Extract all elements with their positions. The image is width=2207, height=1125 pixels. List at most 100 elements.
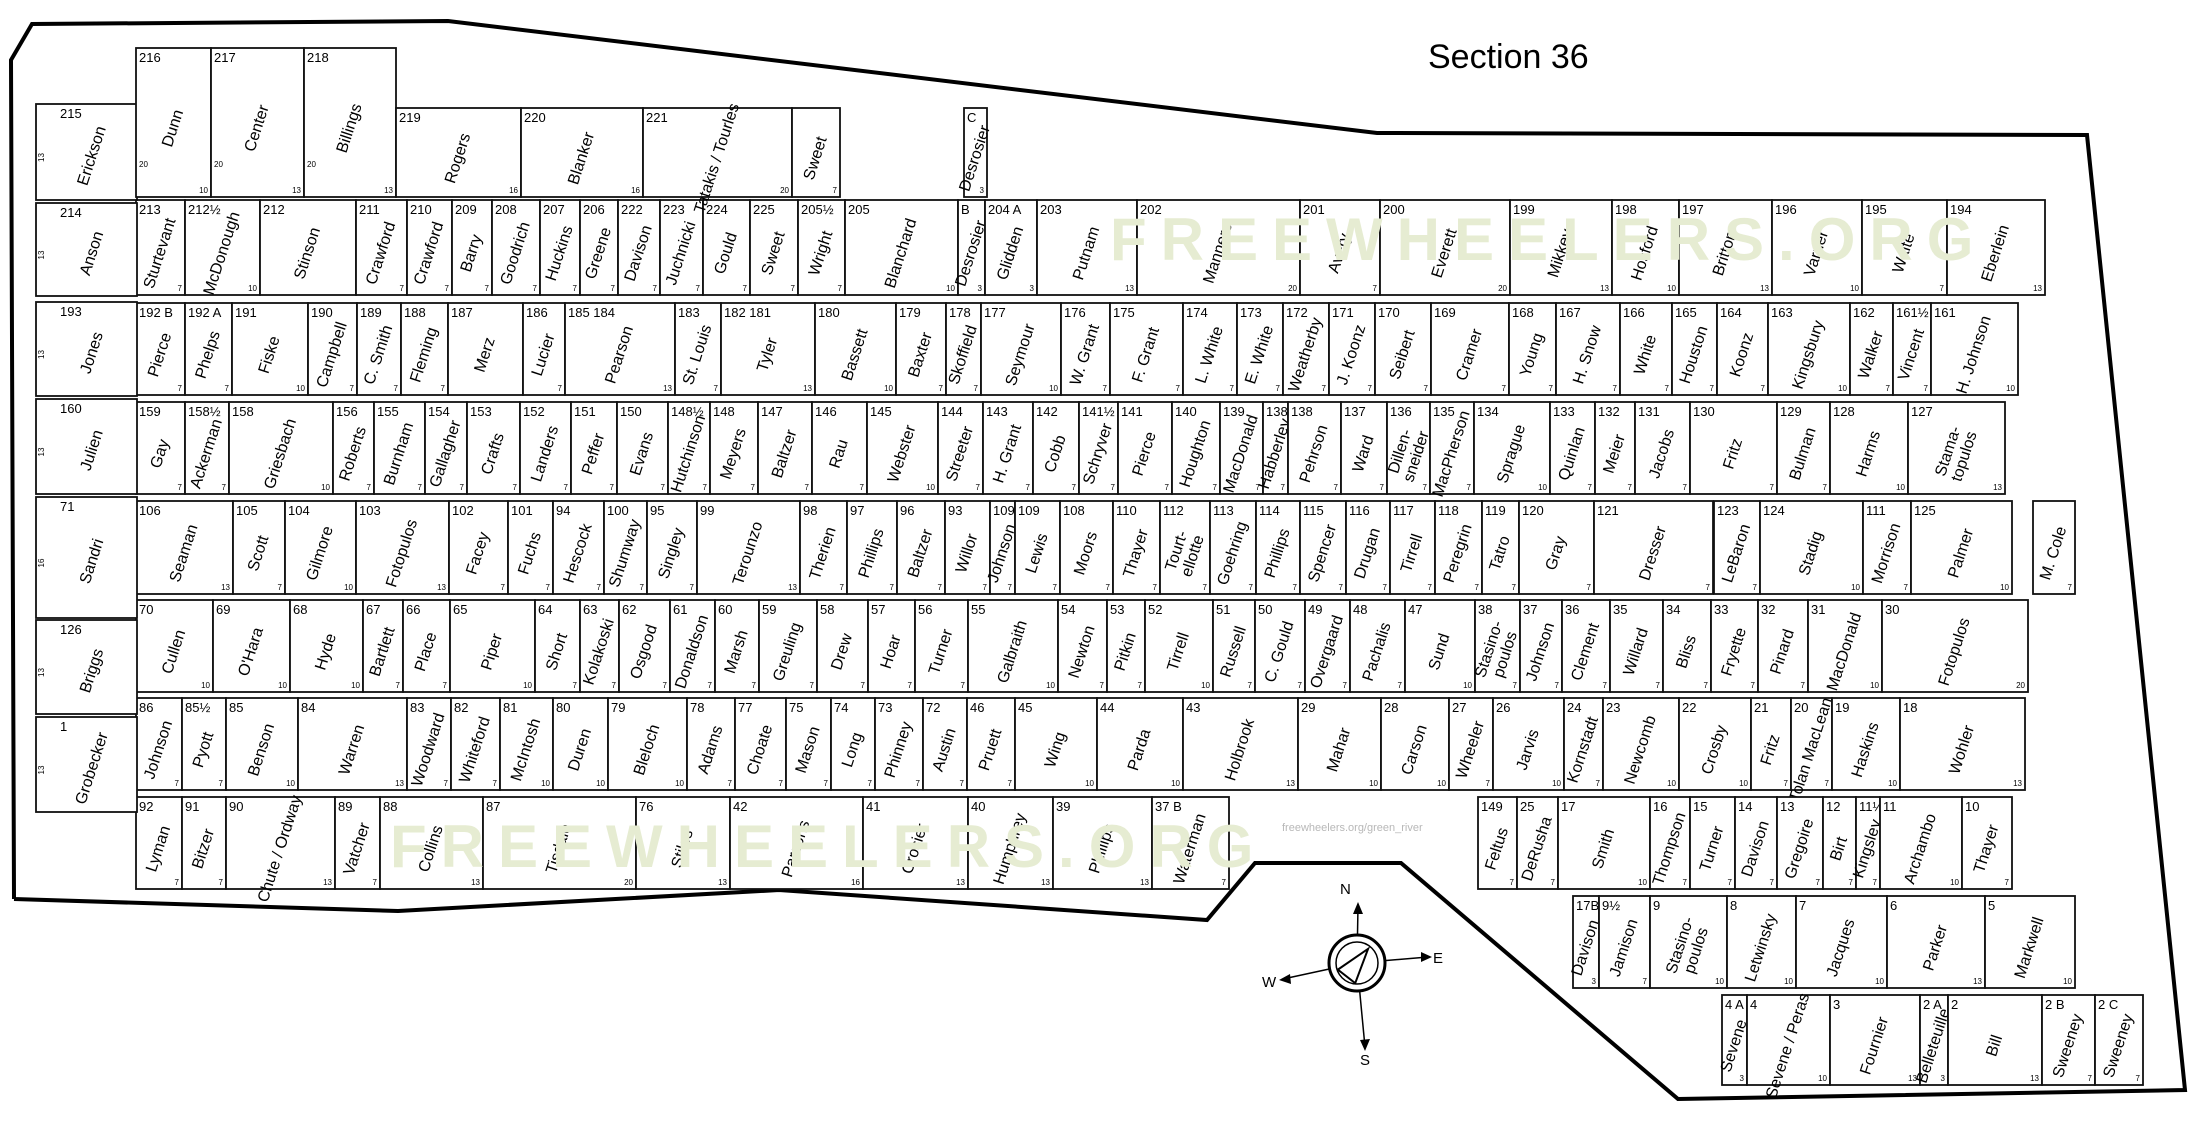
cemetery-lot[interactable]: 212Stinson: [259, 199, 357, 296]
cemetery-lot[interactable]: 216Dunn1020: [135, 47, 212, 198]
cemetery-lot[interactable]: 35Willard7: [1609, 599, 1664, 693]
cemetery-lot[interactable]: 45Wing10: [1014, 697, 1098, 791]
cemetery-lot[interactable]: 91Bitzer7: [181, 796, 227, 890]
cemetery-lot[interactable]: 2 CSweeney7: [2094, 994, 2144, 1086]
cemetery-lot[interactable]: 101Fuchs7: [507, 500, 554, 595]
cemetery-lot[interactable]: 20Tolan MacLean7: [1786, 696, 1836, 804]
cemetery-lot[interactable]: 220Blanker16: [520, 107, 644, 198]
cemetery-lot[interactable]: 17Smith10: [1557, 796, 1651, 890]
cemetery-lot[interactable]: 11Archambo10: [1879, 796, 1963, 890]
cemetery-lot[interactable]: 224Gould7: [702, 199, 751, 296]
cemetery-lot[interactable]: 50C. Gould7: [1254, 599, 1306, 693]
cemetery-lot[interactable]: 3Fournier13: [1829, 994, 1921, 1086]
cemetery-lot[interactable]: 148½Hutchinson7: [667, 401, 711, 495]
cemetery-lot[interactable]: 92Lyman7: [135, 796, 183, 890]
cemetery-lot[interactable]: 26Jarvis10: [1492, 697, 1565, 791]
cemetery-lot[interactable]: 187Merz: [447, 302, 524, 396]
cemetery-lot[interactable]: 129Bulman7: [1776, 401, 1831, 495]
cemetery-lot[interactable]: 172Weatherby7: [1282, 302, 1330, 396]
cemetery-lot[interactable]: 42Parsons16: [729, 796, 864, 890]
cemetery-lot[interactable]: 66Place7: [402, 599, 451, 693]
cemetery-lot[interactable]: 201Avery7: [1299, 199, 1381, 296]
cemetery-lot[interactable]: 78Adams7: [686, 697, 736, 791]
cemetery-lot[interactable]: 126Briggs13: [35, 619, 138, 715]
cemetery-lot[interactable]: 186Lucier7: [522, 302, 566, 396]
cemetery-lot[interactable]: 210Crawford7: [406, 199, 453, 296]
cemetery-lot[interactable]: 143H. Grant7: [982, 401, 1034, 495]
cemetery-lot[interactable]: 40Humphrey13: [967, 796, 1054, 890]
cemetery-lot[interactable]: 178Skoffield7: [945, 302, 982, 396]
cemetery-lot[interactable]: 177Seymour10: [980, 302, 1062, 396]
cemetery-lot[interactable]: 97Phillips7: [846, 500, 898, 595]
cemetery-lot[interactable]: 48Pachalis7: [1349, 599, 1406, 693]
cemetery-lot[interactable]: 136Dillen-sneider7: [1384, 401, 1433, 495]
cemetery-lot[interactable]: 29Mahar10: [1297, 697, 1382, 791]
cemetery-lot[interactable]: Sweet7: [791, 107, 841, 198]
cemetery-lot[interactable]: 168Young7: [1508, 302, 1557, 396]
cemetery-lot[interactable]: 55Galbraith10: [967, 599, 1059, 693]
cemetery-lot[interactable]: 68Hyde10: [289, 599, 364, 693]
cemetery-lot[interactable]: 123LeBaron7: [1713, 500, 1761, 595]
cemetery-lot[interactable]: 53Pitkin7: [1106, 599, 1146, 693]
cemetery-lot[interactable]: 117Tirrell7: [1389, 500, 1436, 595]
cemetery-lot[interactable]: 183St. Louis7: [674, 302, 722, 396]
cemetery-lot[interactable]: 75Mason7: [785, 697, 832, 791]
cemetery-lot[interactable]: 145Webster10: [866, 401, 939, 495]
cemetery-lot[interactable]: 17BDavison3: [1569, 895, 1603, 989]
cemetery-lot[interactable]: 7Jacques10: [1795, 895, 1888, 989]
cemetery-lot[interactable]: 131Jacobs7: [1634, 401, 1691, 495]
cemetery-lot[interactable]: 116Drugan7: [1345, 500, 1391, 595]
cemetery-lot[interactable]: 165Houston7: [1671, 302, 1718, 396]
cemetery-lot[interactable]: 59Greuling7: [758, 599, 818, 693]
cemetery-lot[interactable]: 60Marsh7: [714, 599, 760, 693]
cemetery-lot[interactable]: 103Fotopulos13: [355, 500, 450, 595]
cemetery-lot[interactable]: 212½McDonough10: [184, 199, 261, 297]
cemetery-lot[interactable]: 144Streeter7: [937, 401, 984, 495]
cemetery-lot[interactable]: 202Manners20: [1136, 199, 1301, 296]
cemetery-lot[interactable]: 171J. Koonz7: [1328, 302, 1376, 396]
cemetery-lot[interactable]: 6Parker13: [1886, 895, 1986, 989]
cemetery-lot[interactable]: 77Choate7: [734, 697, 787, 791]
cemetery-lot[interactable]: 176W. Grant7: [1060, 302, 1111, 396]
cemetery-lot[interactable]: 211Crawford7: [355, 199, 408, 296]
cemetery-lot[interactable]: 21Fritz7: [1750, 697, 1792, 791]
cemetery-lot[interactable]: 99Terounzo13: [696, 500, 801, 595]
cemetery-lot[interactable]: 158Griesbach10: [228, 401, 334, 495]
cemetery-lot[interactable]: 84Warren13: [297, 697, 408, 791]
cemetery-lot[interactable]: 111Morrison7: [1862, 500, 1912, 595]
cemetery-lot[interactable]: 105Scott7: [232, 500, 286, 595]
cemetery-lot[interactable]: 205½Wright7: [797, 199, 846, 296]
cemetery-lot[interactable]: 34Bliss7: [1662, 599, 1712, 693]
cemetery-lot[interactable]: 81McIntosh10: [499, 697, 554, 791]
cemetery-lot[interactable]: 169Cramer7: [1430, 302, 1510, 396]
cemetery-lot[interactable]: 11½Kingsley7: [1850, 796, 1885, 890]
cemetery-lot[interactable]: 10Thayer7: [1961, 796, 2013, 890]
cemetery-lot[interactable]: 204 AGlidden3: [984, 199, 1038, 296]
cemetery-lot[interactable]: 32Pinard7: [1757, 599, 1809, 693]
cemetery-lot[interactable]: 199Mikkey13: [1509, 199, 1613, 296]
cemetery-lot[interactable]: 16Thompson7: [1649, 796, 1691, 890]
cemetery-lot[interactable]: 166White7: [1619, 302, 1673, 396]
cemetery-lot[interactable]: 82Whiteford7: [450, 697, 501, 791]
cemetery-lot[interactable]: 71Sandri16: [35, 496, 138, 619]
cemetery-lot[interactable]: 80Duren10: [552, 697, 609, 791]
cemetery-lot[interactable]: 43Holbrook13: [1182, 697, 1299, 791]
cemetery-lot[interactable]: 85½Pyott7: [181, 697, 227, 791]
cemetery-lot[interactable]: 173E. White7: [1236, 302, 1284, 396]
cemetery-lot[interactable]: 182 181Tyler13: [720, 302, 816, 396]
cemetery-lot[interactable]: 65Piper10: [449, 599, 536, 693]
cemetery-lot[interactable]: 213Sturtevant7: [135, 199, 186, 296]
cemetery-lot[interactable]: 37Johnson7: [1519, 599, 1563, 693]
cemetery-lot[interactable]: 30Fotopulos20: [1881, 599, 2029, 693]
cemetery-lot[interactable]: 208Goodrich7: [491, 199, 541, 296]
cemetery-lot[interactable]: 89Vatcher7: [334, 796, 381, 890]
cemetery-lot[interactable]: 86Johnson7: [135, 697, 183, 791]
cemetery-lot[interactable]: 90Chute / Ordway13: [225, 793, 336, 904]
cemetery-lot[interactable]: 192 APhelps7: [184, 302, 233, 396]
cemetery-lot[interactable]: 185 184Pearson13: [564, 302, 676, 396]
cemetery-lot[interactable]: 96Baltzer7: [896, 500, 946, 595]
cemetery-lot[interactable]: 155Burnham7: [373, 401, 426, 495]
cemetery-lot[interactable]: 170Seibert7: [1374, 302, 1432, 396]
cemetery-lot[interactable]: 18Wohler13: [1899, 697, 2026, 791]
cemetery-lot[interactable]: 37 BWaterman7: [1151, 796, 1230, 890]
